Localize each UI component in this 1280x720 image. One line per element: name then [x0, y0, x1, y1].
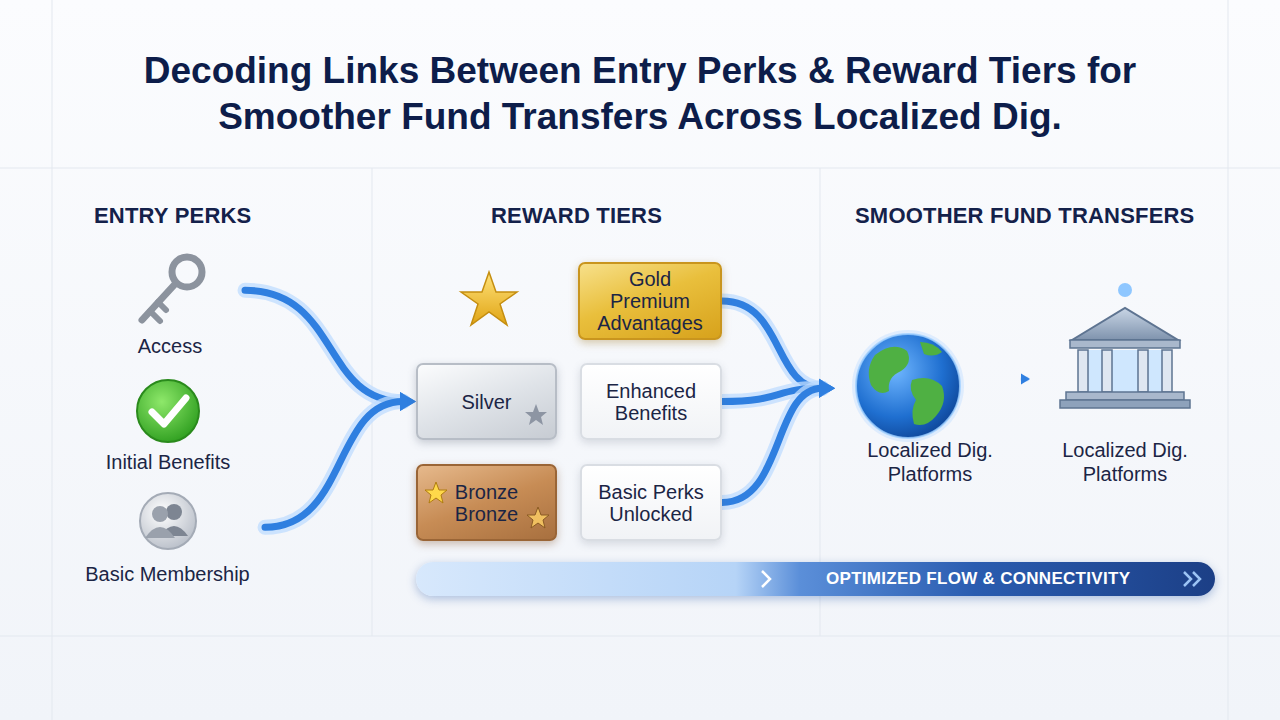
node-text: Access	[138, 334, 202, 358]
column-heading: ENTRY PERKS	[94, 203, 251, 229]
globe-icon	[852, 330, 964, 442]
node-text: OPTIMIZED FLOW & CONNECTIVITY	[826, 568, 1130, 590]
tier-box: Silver	[416, 363, 557, 440]
node-text: Basic Membership	[85, 562, 250, 586]
diagram-title: Decoding Links Between Entry Perks & Rew…	[0, 48, 1280, 140]
flow-arrow	[722, 379, 835, 503]
arrow-line	[722, 388, 822, 502]
key-icon	[142, 257, 202, 321]
column-heading: REWARD TIERS	[491, 203, 662, 229]
node-text: Basic Perks Unlocked	[590, 481, 712, 525]
flow-arrow	[245, 290, 416, 411]
column-heading: SMOOTHER FUND TRANSFERS	[855, 203, 1195, 229]
node-text: Enhanced Benefits	[590, 380, 712, 424]
arrow-glow	[245, 290, 403, 401]
benefit-box: Enhanced Benefits	[580, 363, 722, 440]
flow-band: OPTIMIZED FLOW & CONNECTIVITY	[416, 562, 1215, 596]
node-text: Bronze	[455, 481, 518, 503]
arrow-glow	[722, 388, 822, 502]
arrow-head	[819, 379, 835, 398]
flow-arrow	[265, 392, 416, 527]
star-icon	[461, 272, 517, 325]
check-icon	[137, 380, 199, 442]
node-text: Initial Benefits	[106, 450, 231, 474]
node-text: Localized Dig. Platforms	[1030, 438, 1220, 486]
node-text: Gold Premium Advantages	[588, 268, 712, 334]
member-icon	[140, 493, 196, 549]
flow-arrow	[1021, 374, 1030, 385]
node-text: Bronze	[455, 503, 518, 525]
arrow-line	[265, 402, 403, 528]
arrow-line	[245, 290, 403, 401]
arrow-line	[722, 301, 822, 388]
node-text: Silver	[461, 391, 511, 413]
perk-item: Access	[95, 250, 245, 362]
tier-box: BronzeBronze	[416, 464, 557, 541]
perk-item: Initial Benefits	[80, 378, 256, 478]
bank-icon	[1060, 283, 1190, 408]
node-text: Localized Dig. Platforms	[835, 438, 1025, 486]
arrow-glow	[722, 301, 822, 388]
platform-item: Localized Dig. Platforms	[835, 305, 1025, 490]
arrow-head	[400, 392, 416, 411]
platform-item: Localized Dig. Platforms	[1030, 305, 1220, 490]
arrow-glow	[265, 402, 403, 528]
tier-box: Gold Premium Advantages	[578, 262, 722, 340]
arrow-head	[819, 379, 835, 398]
benefit-box: Basic Perks Unlocked	[580, 464, 722, 541]
arrow-head	[1021, 374, 1030, 385]
arrow-head	[400, 392, 416, 411]
perk-item: Basic Membership	[70, 492, 265, 590]
arrow-head	[819, 379, 835, 398]
